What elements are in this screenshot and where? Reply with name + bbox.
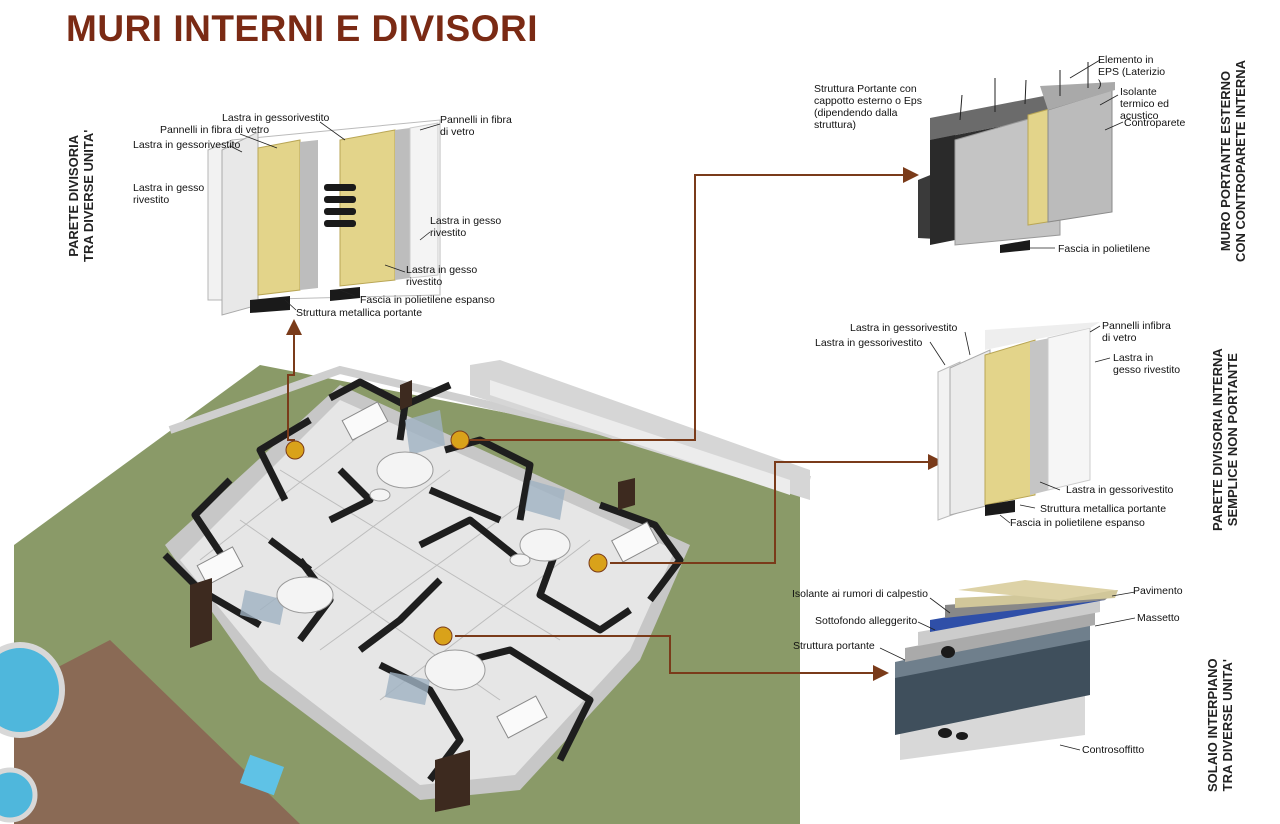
label-lastra-gesso-left: Lastra in gessorivestito [133, 139, 241, 151]
label-isolante-termico: Isolante termico ed acustico [1120, 86, 1170, 122]
label-sottofondo: Sottofondo alleggerito [815, 615, 918, 627]
marker-parete-interna [588, 553, 608, 573]
label-controparete: Controparete [1124, 117, 1186, 129]
side-label-parete-divisoria: PARETE DIVISORIA TRA DIVERSE UNITA' [66, 129, 96, 262]
marker-muro-portante [450, 430, 470, 450]
panel-parete-interna [929, 322, 1111, 524]
label-struttura-portante-solaio: Struttura portante [793, 640, 875, 652]
label-massetto: Massetto [1137, 612, 1180, 624]
label-pannelli-fibra-p3: Pannelli infibra di vetro [1102, 320, 1171, 344]
marker-solaio [433, 626, 453, 646]
side-label-parete-interna: PARETE DIVISORIA INTERNA SEMPLICE NON PO… [1210, 348, 1240, 531]
label-lastra-gesso-right2: Lastra in gesso rivestito [406, 264, 478, 288]
label-lastra-gesso-p3a: Lastra in gessorivestito [850, 322, 958, 334]
label-controsoffitto: Controsoffitto [1082, 744, 1145, 756]
connector-arrows [286, 167, 944, 681]
page-title: MURI INTERNI E DIVISORI [66, 8, 538, 49]
label-lastra-gesso-right: Lastra in gesso rivestito [430, 215, 502, 239]
label-pannelli-fibra-right: Pannelli in fibra di vetro [440, 114, 512, 138]
side-label-solaio: SOLAIO INTERPIANO TRA DIVERSE UNITA' [1205, 658, 1235, 792]
label-struttura-portante-cappotto: Struttura Portante con cappotto esterno … [814, 83, 922, 131]
side-label-muro-portante: MURO PORTANTE ESTERNO CON CONTROPARETE I… [1218, 60, 1248, 262]
label-fascia-polietilene: Fascia in polietilene espanso [360, 294, 495, 306]
apartment-floorplan [0, 360, 811, 824]
label-pavimento: Pavimento [1133, 585, 1183, 597]
label-fascia-polietilene-p3: Fascia in polietilene espanso [1010, 517, 1145, 529]
label-isolante-calpestio: Isolante ai rumori di calpestio [792, 588, 928, 600]
label-lastra-gesso-p3c: Lastra in gesso rivestito [1113, 352, 1181, 376]
label-lastra-gesso-p3b: Lastra in gessorivestito [815, 337, 923, 349]
label-lastra-gesso-p3d: Lastra in gessorivestito [1066, 484, 1174, 496]
label-elemento-eps: Elemento in EPS (Laterizio ) [1098, 54, 1166, 90]
label-lastra-gesso-left2: Lastra in gesso rivestito [133, 182, 205, 206]
label-struttura-metallica: Struttura metallica portante [296, 307, 423, 319]
label-struttura-metallica-p3: Struttura metallica portante [1040, 503, 1167, 515]
marker-parete-divisoria [285, 440, 305, 460]
label-lastra-gesso-top: Lastra in gessorivestito [222, 112, 330, 124]
label-pannelli-fibra-left: Pannelli in fibra di vetro [160, 124, 270, 136]
panel-parete-divisoria [207, 119, 441, 316]
label-fascia-polietilene-2: Fascia in polietilene [1058, 243, 1151, 255]
panel-solaio [879, 580, 1136, 760]
panel-muro-portante [918, 59, 1124, 253]
